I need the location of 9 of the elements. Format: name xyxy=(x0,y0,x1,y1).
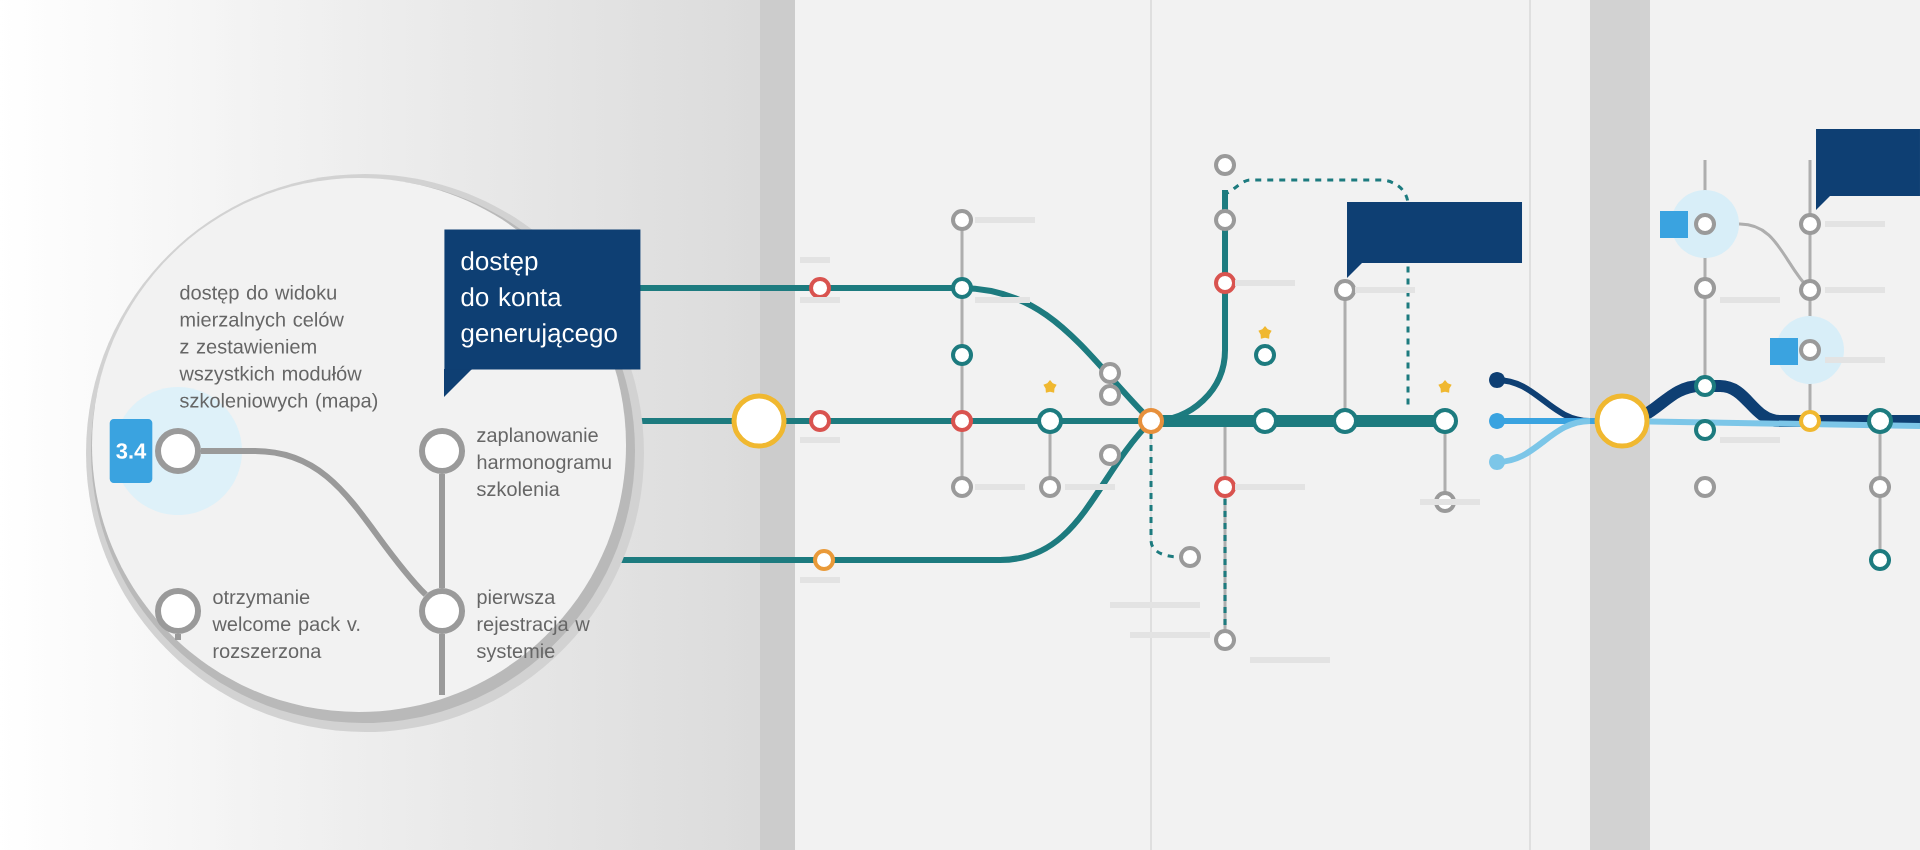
station-label: pierwsza rejestracja w systemie xyxy=(477,589,590,663)
callout-box: dostęp do konta generującego xyxy=(444,229,641,397)
connector-line xyxy=(175,634,181,640)
station-label: otrzymanie welcome pack v. rozszerzona xyxy=(212,589,360,659)
station-label: zaplanowanie harmonogramu szkolenia xyxy=(477,427,611,497)
connector-line xyxy=(201,448,428,597)
station-label: dostęp do widoku mierzalnych celów z zestawieniem wszystkich modułów szkoleniowych (mapa) xyxy=(179,284,378,412)
connector-line xyxy=(439,474,445,588)
step-badge: 3.4 xyxy=(109,419,153,483)
